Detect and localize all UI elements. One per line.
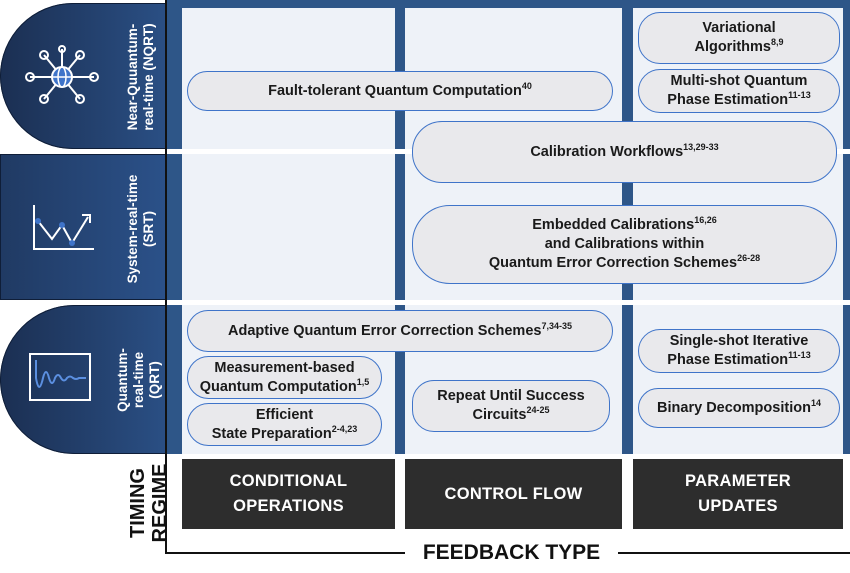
x-axis-title: FEEDBACK TYPE — [405, 540, 618, 566]
network-globe-icon — [22, 45, 102, 109]
x-axis-line — [165, 552, 405, 554]
regime-qrt — [0, 305, 166, 454]
trend-chart-icon — [30, 203, 96, 253]
y-axis-title: TIMING REGIME — [127, 463, 171, 543]
pill-binary-decomposition: Binary Decomposition14 — [638, 388, 840, 428]
damped-oscillation-icon — [28, 352, 92, 402]
y-axis-line — [165, 0, 167, 554]
category-control-flow: CONTROL FLOW — [405, 459, 622, 529]
pill-adaptive-qec: Adaptive Quantum Error Correction Scheme… — [187, 310, 613, 352]
pill-calibration-workflows: Calibration Workflows13,29-33 — [412, 121, 837, 183]
regime-label-qrt: Quantum- real-time (QRT) — [115, 348, 162, 412]
x-axis-line — [618, 552, 850, 554]
pill-fault-tolerant-qc: Fault-tolerant Quantum Computation40 — [187, 71, 613, 111]
regime-label-nqrt: Near-Quuantum- real-time (NQRT) — [125, 23, 156, 131]
regime-label-srt: System-real-time (SRT) — [125, 174, 156, 284]
band-separator — [166, 300, 850, 305]
